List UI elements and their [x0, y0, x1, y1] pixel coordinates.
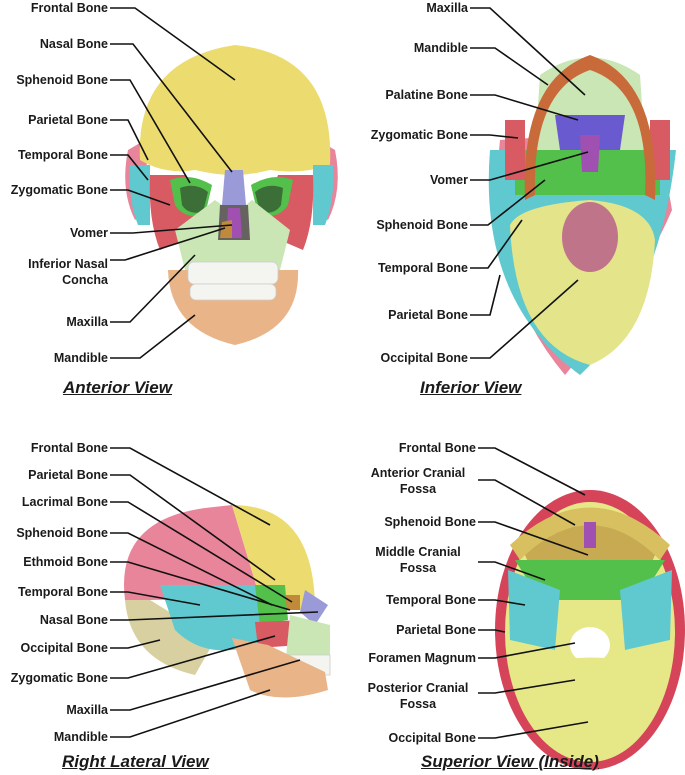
inferior-foramen	[562, 202, 618, 272]
label-lateral-maxilla: Maxilla	[66, 703, 108, 717]
label-anterior-temporal: Temporal Bone	[17, 148, 108, 162]
title-inferior-view: Inferior View	[420, 378, 522, 397]
label-lateral-zygomatic: Zygomatic Bone	[10, 671, 108, 685]
label-inferior-palatine: Palatine Bone	[385, 88, 468, 102]
label-superior-anterior-fossa-2: Fossa	[399, 482, 437, 496]
title-anterior-view: Anterior View	[63, 378, 172, 397]
label-lateral-occipital: Occipital Bone	[20, 641, 108, 655]
label-anterior-concha-1: Inferior Nasal	[28, 257, 108, 271]
label-superior-occipital: Occipital Bone	[388, 731, 476, 745]
label-lateral-frontal: Frontal Bone	[30, 441, 108, 455]
label-superior-foramen-magnum: Foramen Magnum	[368, 651, 476, 665]
lateral-lacrimal	[285, 595, 300, 610]
superior-frontal-rim	[510, 507, 670, 560]
label-superior-frontal: Frontal Bone	[398, 441, 476, 455]
inferior-zygomatic-left	[505, 120, 525, 180]
superior-skull	[495, 490, 685, 770]
label-lateral-nasal: Nasal Bone	[39, 613, 108, 627]
label-superior-posterior-fossa-1: Posterior Cranial	[367, 681, 469, 695]
label-inferior-zygomatic: Zygomatic Bone	[370, 128, 468, 142]
anterior-orbit-right	[255, 185, 283, 213]
label-lateral-lacrimal: Lacrimal Bone	[21, 495, 108, 509]
lateral-parietal	[124, 505, 260, 600]
anterior-leader-lines	[110, 7, 236, 359]
label-lateral-parietal: Parietal Bone	[28, 468, 108, 482]
label-anterior-frontal: Frontal Bone	[30, 1, 108, 15]
label-inferior-mandible: Mandible	[413, 41, 468, 55]
label-superior-middle-fossa-2: Fossa	[399, 561, 437, 575]
inferior-leader-lines	[470, 7, 589, 359]
label-anterior-parietal: Parietal Bone	[28, 113, 108, 127]
anterior-orbit-left	[180, 185, 208, 213]
label-anterior-sphenoid: Sphenoid Bone	[16, 73, 108, 87]
lateral-skull	[124, 505, 331, 698]
label-anterior-mandible: Mandible	[53, 351, 108, 365]
title-right-lateral-view: Right Lateral View	[62, 752, 209, 771]
label-lateral-sphenoid: Sphenoid Bone	[16, 526, 108, 540]
lateral-nasal	[300, 590, 328, 625]
anterior-teeth-upper	[187, 261, 279, 285]
label-superior-sphenoid: Sphenoid Bone	[384, 515, 476, 529]
label-anterior-nasal: Nasal Bone	[39, 37, 108, 51]
label-inferior-maxilla: Maxilla	[426, 1, 468, 15]
anterior-temporal-right	[313, 165, 334, 225]
label-inferior-parietal: Parietal Bone	[388, 308, 468, 322]
label-superior-anterior-fossa-1: Anterior Cranial	[370, 466, 466, 480]
superior-temporal-left	[508, 570, 560, 650]
anterior-nasal	[222, 170, 246, 205]
inferior-zygomatic-right	[650, 120, 670, 180]
lateral-temporal	[160, 585, 268, 651]
label-superior-temporal: Temporal Bone	[385, 593, 476, 607]
label-anterior-concha-2: Concha	[62, 273, 108, 287]
anterior-frontal	[139, 45, 331, 175]
label-inferior-occipital: Occipital Bone	[380, 351, 468, 365]
superior-crista	[584, 522, 596, 548]
label-inferior-vomer: Vomer	[430, 173, 468, 187]
inferior-mandible	[524, 55, 656, 200]
inferior-occipital	[510, 200, 655, 365]
inferior-sphenoid	[515, 150, 660, 195]
inferior-palatine	[555, 115, 625, 150]
anterior-teeth-lower	[189, 283, 277, 301]
label-superior-middle-fossa-1: Middle Cranial	[375, 545, 461, 559]
label-lateral-temporal: Temporal Bone	[17, 585, 108, 599]
anterior-skull	[125, 45, 338, 345]
label-superior-posterior-fossa-2: Fossa	[399, 697, 437, 711]
label-inferior-temporal: Temporal Bone	[377, 261, 468, 275]
lateral-mandible	[232, 638, 328, 698]
superior-foramen-magnum	[570, 627, 610, 663]
lateral-frontal	[232, 505, 315, 610]
label-anterior-vomer: Vomer	[70, 226, 108, 240]
superior-temporal-right	[620, 570, 672, 650]
superior-leader-lines	[478, 447, 589, 739]
label-lateral-ethmoid: Ethmoid Bone	[23, 555, 108, 569]
inferior-vomer	[580, 135, 600, 172]
title-superior-view: Superior View (Inside)	[421, 752, 599, 771]
label-inferior-sphenoid: Sphenoid Bone	[376, 218, 468, 232]
label-anterior-maxilla: Maxilla	[66, 315, 108, 329]
label-superior-parietal: Parietal Bone	[396, 623, 476, 637]
lateral-leader-lines	[110, 447, 319, 738]
label-lateral-mandible: Mandible	[53, 730, 108, 744]
label-anterior-zygomatic: Zygomatic Bone	[10, 183, 108, 197]
inferior-skull	[488, 55, 676, 375]
